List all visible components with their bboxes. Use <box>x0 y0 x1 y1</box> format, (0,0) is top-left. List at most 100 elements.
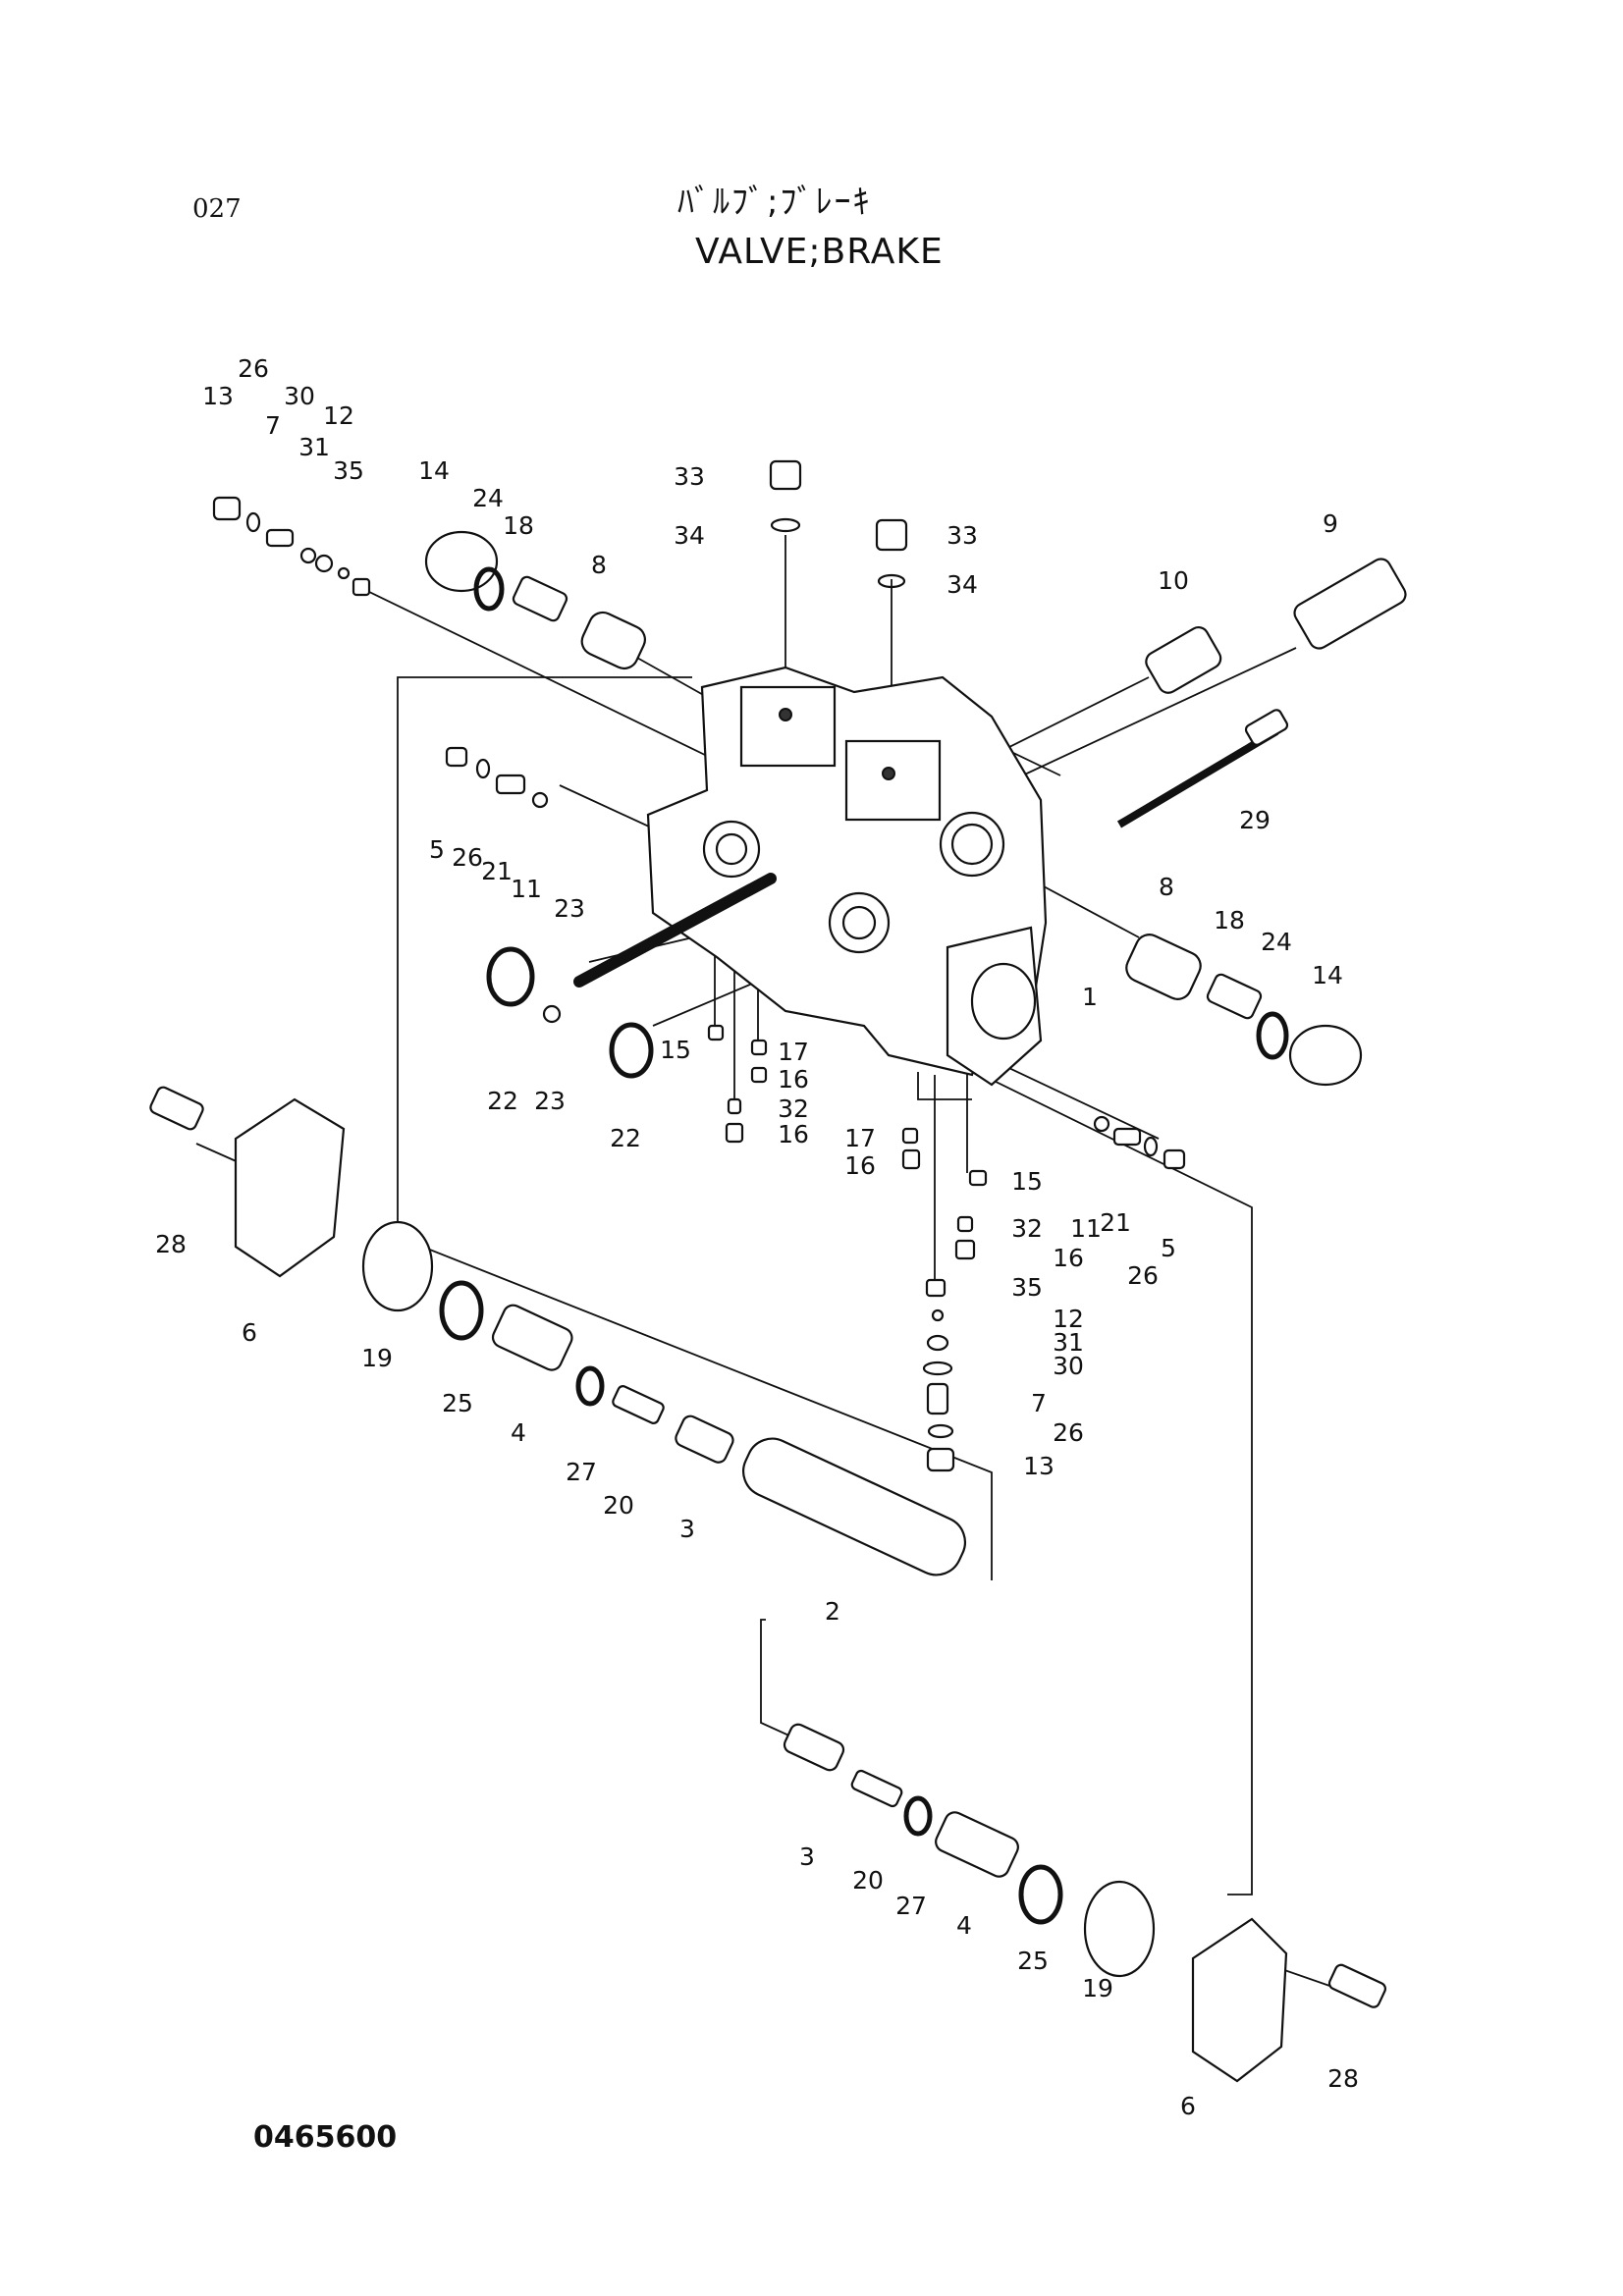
callout-2: 2 <box>825 1597 840 1626</box>
part-22-oring-a <box>486 946 535 1007</box>
callout-21: 21 <box>481 857 513 885</box>
part-31-washer-top <box>314 554 334 573</box>
part-19-spring-a <box>361 1220 434 1312</box>
mid-left-parts <box>445 746 777 1079</box>
callout-27: 27 <box>895 1892 927 1920</box>
valve-body-hole-1 <box>779 708 792 721</box>
callout-20: 20 <box>852 1866 884 1895</box>
title-english: VALVE;BRAKE <box>695 232 944 272</box>
part-31-washer-b <box>926 1334 949 1352</box>
part-23-pin <box>573 873 777 988</box>
part-4-plug-b <box>935 1811 1019 1878</box>
callout-3: 3 <box>799 1842 815 1871</box>
part-18-spring-left <box>512 575 568 622</box>
valve-body-end-port <box>970 962 1037 1041</box>
part-8-piston-left <box>580 611 646 670</box>
valve-body-port-block-right <box>844 739 942 822</box>
callout-34: 34 <box>674 521 705 550</box>
part-12-ring-b <box>931 1308 945 1322</box>
part-16-plug-c <box>901 1148 921 1170</box>
mid-small-parts-left <box>707 1024 768 1144</box>
callout-29: 29 <box>1239 806 1271 834</box>
callout-7: 7 <box>265 411 281 440</box>
part-30-ring-b <box>922 1361 953 1376</box>
callout-19: 19 <box>1082 1974 1113 2002</box>
axis-line-12 <box>195 1143 242 1164</box>
callout-30: 30 <box>1053 1352 1084 1380</box>
callout-28: 28 <box>1327 2064 1359 2093</box>
part-16-plug-b <box>725 1122 744 1144</box>
part-21-spring-b <box>1112 1127 1142 1147</box>
callout-11: 11 <box>511 875 542 903</box>
callout-34: 34 <box>947 570 978 599</box>
part-24-oring-right <box>1256 1011 1289 1060</box>
callout-14: 14 <box>418 456 450 485</box>
part-34-oring-2 <box>877 573 906 589</box>
part-17-plug-b <box>901 1127 919 1145</box>
callout-35: 35 <box>1011 1273 1043 1302</box>
callout-12: 12 <box>1053 1305 1084 1333</box>
part-26-oring-c <box>927 1423 954 1439</box>
callout-13: 13 <box>1023 1452 1055 1480</box>
part-20-spring-b <box>850 1769 903 1808</box>
callout-25: 25 <box>442 1389 473 1417</box>
callout-31: 31 <box>298 433 330 461</box>
callout-23: 23 <box>554 894 585 923</box>
part-32-plug-a <box>727 1097 742 1115</box>
callout-16: 16 <box>778 1065 809 1094</box>
part-15-plug-a <box>707 1024 725 1041</box>
part-14-cap-left <box>424 530 499 593</box>
part-15-plug-b <box>968 1169 988 1187</box>
callout-32: 32 <box>1011 1214 1043 1243</box>
callout-31: 31 <box>1053 1328 1084 1357</box>
part-11-ball-a <box>531 791 549 809</box>
part-24-oring-left <box>473 566 505 612</box>
callout-33: 33 <box>674 462 705 491</box>
callout-26: 26 <box>1127 1261 1159 1290</box>
part-21-spring-a <box>495 774 526 795</box>
callout-5: 5 <box>429 835 445 864</box>
part-11-ball-b <box>1093 1115 1110 1133</box>
title-japanese: ﾊﾞﾙﾌﾞ;ﾌﾞﾚｰｷ <box>677 183 872 222</box>
callout-26: 26 <box>452 843 483 872</box>
callout-16: 16 <box>844 1151 876 1180</box>
part-29-bolt-head <box>1244 709 1289 746</box>
frame-line-right <box>981 1074 1253 1896</box>
part-7-fitting-b <box>926 1382 949 1415</box>
part-26-oring-top <box>245 511 261 533</box>
callout-14: 14 <box>1312 961 1343 989</box>
callout-19: 19 <box>361 1344 393 1372</box>
part-9-relief-valve <box>1293 558 1407 650</box>
part-3-stopper-a <box>675 1415 734 1464</box>
figure-number: 0465600 <box>253 2120 398 2155</box>
valve-body-port-block-left <box>739 685 837 768</box>
part-26-oring-b <box>1143 1136 1159 1157</box>
part-2-spool <box>742 1437 966 1576</box>
callout-26: 26 <box>1053 1418 1084 1447</box>
callout-30: 30 <box>284 382 315 410</box>
part-10-valve <box>1145 626 1222 694</box>
valve-body-port-3-inner <box>950 823 994 866</box>
callout-7: 7 <box>1031 1389 1047 1417</box>
part-13-plug-top <box>212 496 242 521</box>
part-20-spring-a <box>612 1385 665 1424</box>
mid-right-parts <box>1125 934 1363 1087</box>
part-22-oring-b <box>609 1022 654 1079</box>
valve-body-hole-2 <box>882 767 895 780</box>
callout-35: 35 <box>333 456 364 485</box>
part-5-plug-a <box>445 746 468 768</box>
callout-17: 17 <box>778 1038 809 1066</box>
callout-4: 4 <box>956 1911 972 1940</box>
part-17-plug-a <box>750 1039 768 1056</box>
callout-20: 20 <box>603 1491 634 1520</box>
callout-24: 24 <box>472 484 504 512</box>
part-30-ring-top <box>299 547 317 564</box>
callout-16: 16 <box>778 1120 809 1148</box>
callout-8: 8 <box>591 551 607 579</box>
part-33-plug-2 <box>875 518 908 552</box>
callout-22: 22 <box>487 1087 518 1115</box>
part-25-oring-b <box>1018 1864 1063 1925</box>
callout-27: 27 <box>566 1458 597 1486</box>
